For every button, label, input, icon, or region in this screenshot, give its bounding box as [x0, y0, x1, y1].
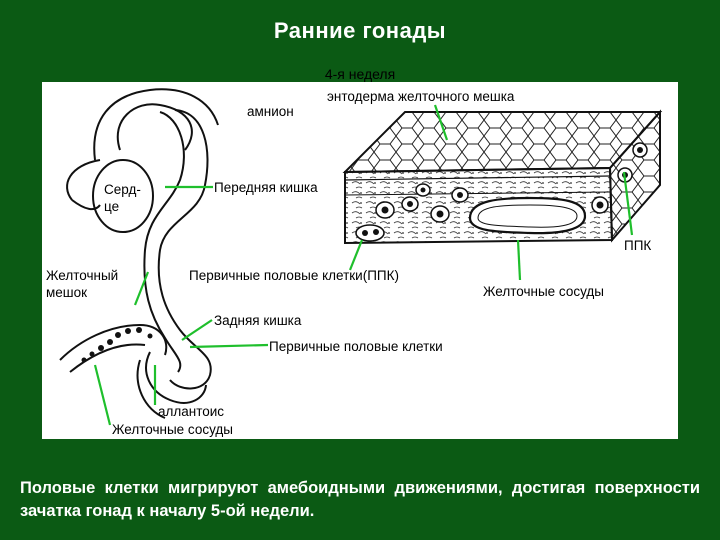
label-heart-line1: Серд-: [104, 182, 141, 197]
label-pgc: Первичные половые клетки: [269, 339, 443, 354]
tissue-block: [342, 109, 663, 245]
slide-title: Ранние гонады: [273, 18, 447, 43]
leader-lines: [93, 104, 634, 426]
label-allantois: аллантоис: [158, 404, 225, 419]
label-pgc-ppk: Первичные половые клетки(ППК): [189, 268, 399, 283]
label-hindgut: Задняя кишка: [214, 313, 302, 328]
label-yolk-vessels-bottom: Желточные сосуды: [112, 422, 233, 437]
label-yolk-vessels-right: Желточные сосуды: [483, 284, 604, 299]
label-yolk-sac-line2: мешок: [46, 285, 88, 300]
label-amnion: амнион: [247, 104, 294, 119]
label-foregut: Передняя кишка: [214, 180, 318, 195]
label-ppk: ППК: [624, 238, 652, 253]
week-label: 4-я неделя: [324, 66, 396, 82]
label-yolk-endoderm: энтодерма желточного мешка: [327, 89, 515, 104]
caption-text: Половые клетки мигрируют амебоидными дви…: [20, 479, 700, 520]
label-yolk-sac-line1: Желточный: [46, 268, 119, 283]
embryo-drawing: [59, 88, 219, 419]
label-heart-line2: це: [104, 199, 120, 214]
pgc-dots-left: [81, 327, 153, 363]
